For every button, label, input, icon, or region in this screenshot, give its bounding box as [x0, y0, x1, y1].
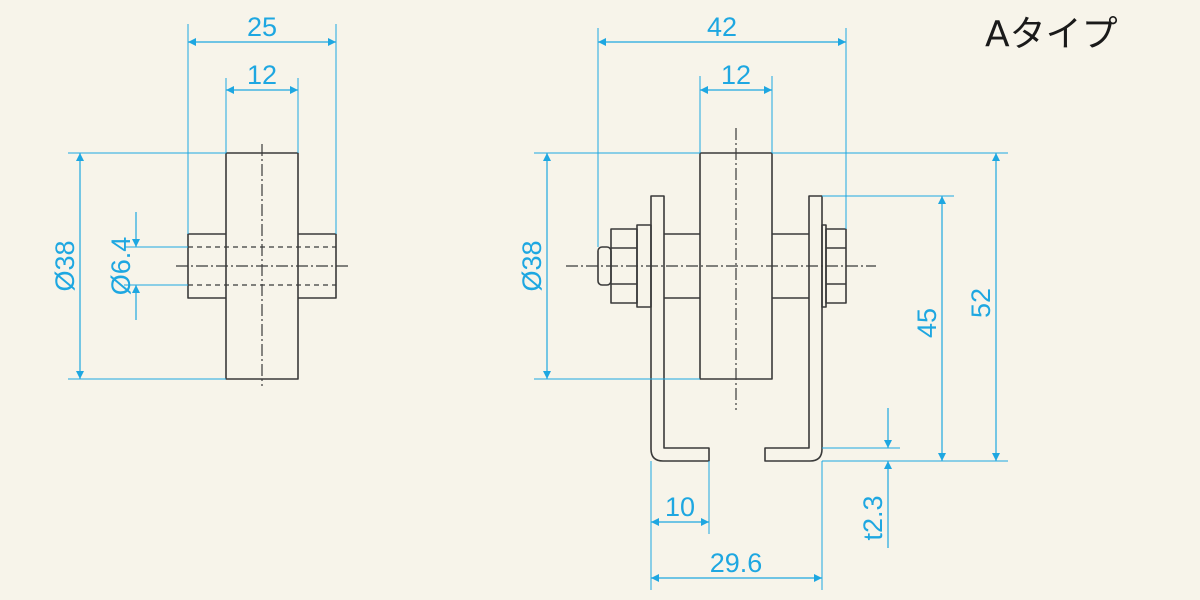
dim-foot-length: 10 — [665, 492, 695, 522]
dim-axle-height: 45 — [912, 308, 942, 338]
left-bracket — [650, 195, 710, 462]
right-bracket — [764, 195, 823, 462]
dim-overall-width-right: 42 — [707, 12, 737, 42]
axle-bolt-shaft — [664, 233, 809, 299]
dim-bracket-span: 29.6 — [710, 548, 763, 578]
left-dimensions: 25 12 Ø38 Ø6.4 — [50, 12, 337, 380]
dim-overall-height: 52 — [966, 288, 996, 318]
type-label: Aタイプ — [985, 14, 1118, 55]
left-wheel-assembly — [176, 144, 350, 386]
dim-overall-width-left: 25 — [247, 12, 277, 42]
dim-wheel-width-left: 12 — [247, 60, 277, 90]
dim-plate-thickness: t2.3 — [858, 495, 888, 540]
right-caster-assembly — [566, 128, 876, 462]
dim-wheel-width-right: 12 — [721, 60, 751, 90]
left-view: 25 12 Ø38 Ø6.4 — [50, 12, 350, 386]
dim-wheel-diameter-right: Ø38 — [517, 240, 547, 291]
dim-axle-diameter: Ø6.4 — [106, 237, 136, 296]
right-dimensions: 42 12 Ø38 52 45 t2.3 — [517, 12, 1008, 590]
dim-wheel-diameter-left: Ø38 — [50, 240, 80, 291]
right-view: 42 12 Ø38 52 45 t2.3 — [517, 12, 1008, 590]
